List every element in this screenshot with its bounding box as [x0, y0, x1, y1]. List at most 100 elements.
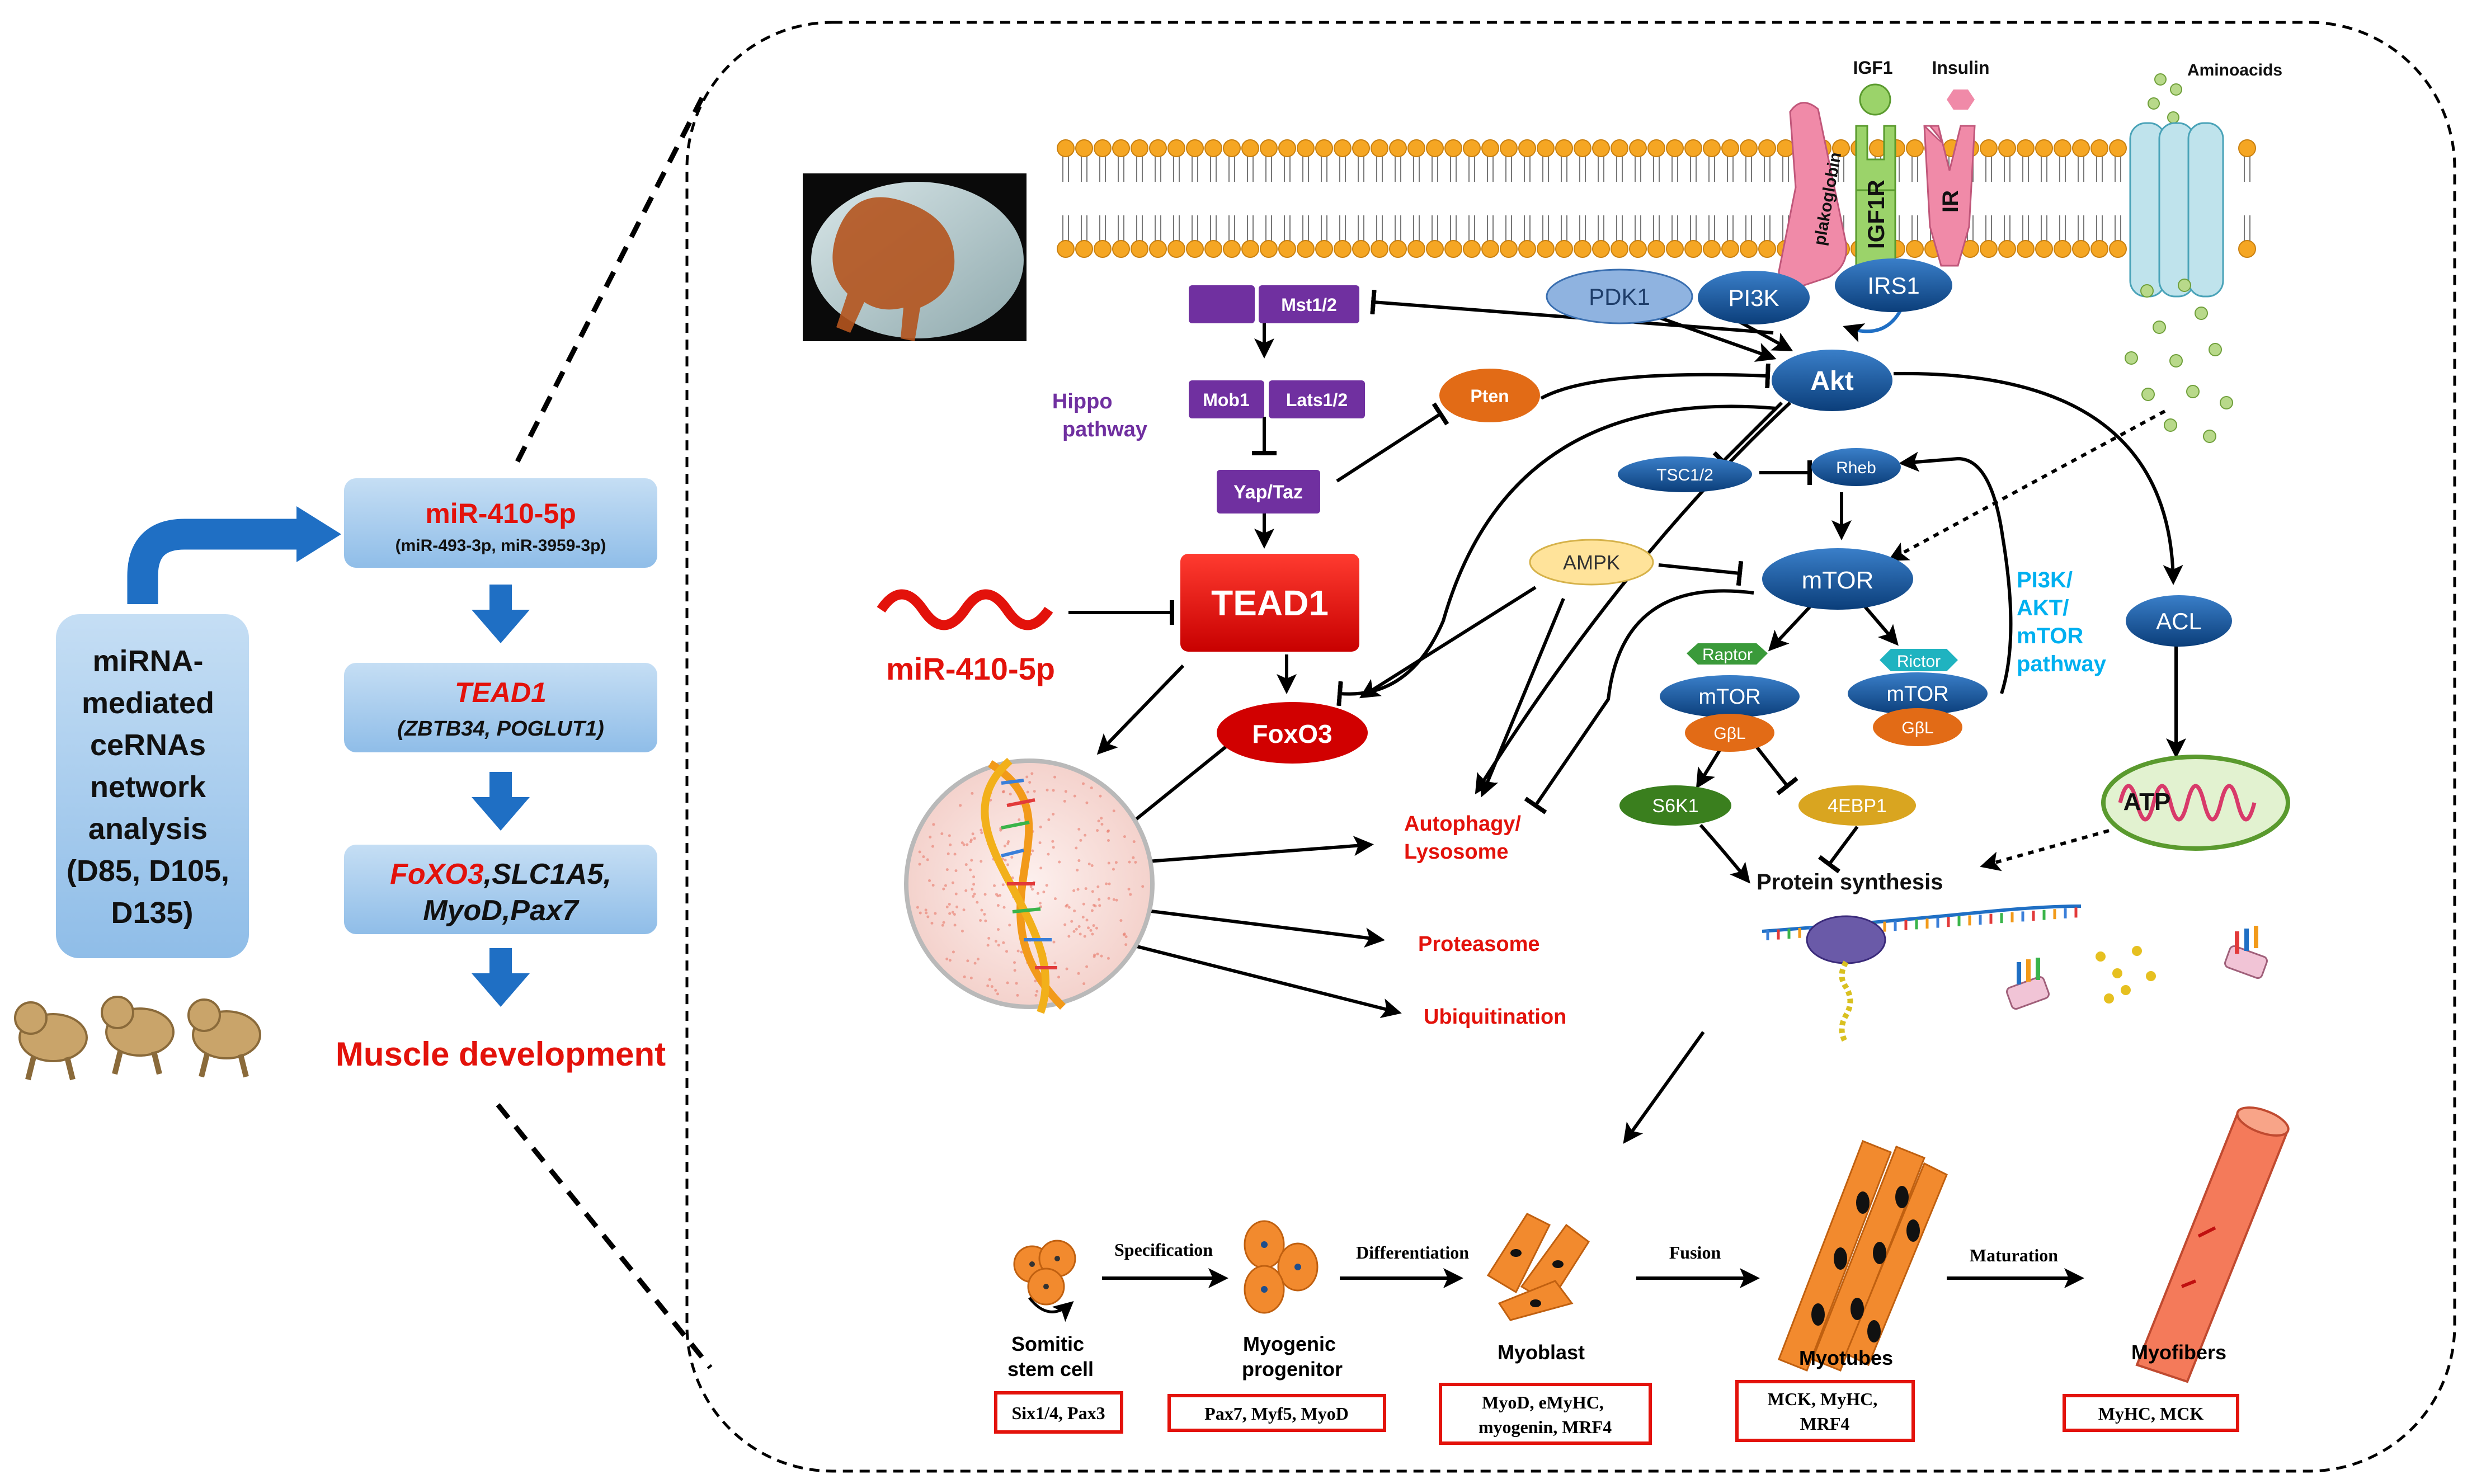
svg-text:MyoD, eMyHC, myogenin, MRF: MyoD, eMyHC, myogenin, MRF4	[1479, 1392, 1612, 1437]
pdk1-node	[1546, 268, 1693, 324]
svg-text:IRS1: IRS1	[1867, 272, 1919, 299]
yap-taz-node	[1217, 470, 1320, 513]
proteasome-label: Proteasome	[1418, 932, 1540, 956]
stage-myofibers: Myofibers	[2131, 1341, 2226, 1364]
svg-text:TSC1/2: TSC1/2	[1656, 466, 1713, 484]
svg-text:S6K1: S6K1	[1652, 795, 1698, 817]
svg-text:ACL: ACL	[2156, 608, 2202, 634]
piglet-fetus-icon	[14, 996, 261, 1081]
mirna-label: miR-410-5p	[886, 651, 1055, 686]
pi3k-akt-mtor-label: PI3K/ AKT/ mTOR pathway	[2017, 568, 2107, 676]
aminoacids-label: Aminoacids	[2187, 61, 2282, 79]
pi3k-node	[1698, 271, 1810, 324]
trna-icons	[2006, 926, 2268, 1010]
step-mir-box	[344, 478, 657, 568]
outcome-text: Muscle development	[336, 1035, 666, 1073]
mirna-wave	[877, 589, 1053, 630]
markers-somitic-box	[994, 1391, 1123, 1434]
svg-text:MyHC, MCK: MyHC, MCK	[2098, 1403, 2204, 1424]
zoom-line-top	[515, 96, 705, 463]
svg-text:4EBP1: 4EBP1	[1828, 795, 1887, 817]
down-arrow-1	[472, 585, 530, 643]
nucleus-dna	[904, 757, 1155, 1014]
svg-text:GβL: GβL	[1901, 719, 1933, 737]
mtor-node	[1762, 548, 1913, 610]
stage-somitic: Somitic stem cell	[1007, 1332, 1094, 1381]
transition-differentiation: Differentiation	[1356, 1242, 1469, 1262]
zoom-line-bottom	[496, 1103, 713, 1369]
rictor-node	[1880, 649, 1958, 671]
detail-panel-frame	[685, 21, 2456, 1473]
svg-text:IGF1R: IGF1R	[1863, 180, 1889, 249]
4ebp1-node	[1798, 785, 1916, 826]
svg-text:Pten: Pten	[1470, 386, 1509, 406]
svg-text:Rheb: Rheb	[1836, 459, 1876, 477]
step-genes-box	[344, 845, 657, 934]
svg-text:Six1/4, Pax3: Six1/4, Pax3	[1011, 1403, 1105, 1423]
svg-text:Mob1: Mob1	[1203, 390, 1250, 410]
ubiquitination-label: Ubiquitination	[1424, 1005, 1566, 1029]
svg-text:Yap/Taz: Yap/Taz	[1233, 482, 1303, 503]
acl-node	[2126, 595, 2232, 647]
left-panel: miRNA- mediated ceRNAs network analysis …	[14, 96, 713, 1369]
irs1-node	[1835, 258, 1952, 312]
step-mir-main: miR-410-5p	[425, 498, 576, 529]
foxo3-node	[1217, 702, 1368, 764]
insulin-label: Insulin	[1932, 58, 1989, 78]
aminoacid-dots	[2125, 279, 2233, 443]
ir-receptor: IR	[1923, 125, 1976, 267]
mitochondrion-atp: ATP	[2101, 755, 2290, 851]
rheb-node	[1811, 448, 1901, 486]
svg-text:TEAD1: TEAD1	[1211, 583, 1329, 623]
embryo-photo	[803, 173, 1027, 341]
svg-text:ATP: ATP	[2123, 788, 2171, 816]
analysis-box	[56, 614, 249, 958]
igf1r-receptor: IGF1R	[1855, 125, 1896, 270]
gbl2-node	[1873, 708, 1962, 746]
raptor-node	[1687, 643, 1768, 665]
step-genes-line1: FoXO3,SLC1A5,	[390, 858, 611, 891]
akt-node	[1772, 350, 1892, 411]
svg-text:mTOR: mTOR	[1802, 567, 1874, 594]
tead1-node	[1180, 554, 1359, 652]
autophagy-label: Autophagy/ Lysosome	[1404, 812, 1527, 864]
markers-progenitor-box	[1167, 1394, 1386, 1432]
step-tead1-box	[344, 663, 657, 752]
svg-text:Raptor: Raptor	[1702, 646, 1753, 664]
mtorc2-node	[1848, 672, 1988, 715]
s6k1-node	[1619, 785, 1731, 826]
mtorc1-node	[1660, 675, 1800, 718]
igf1-ligand	[1859, 83, 1891, 116]
pten-node	[1439, 369, 1540, 422]
svg-text:mTOR: mTOR	[1886, 682, 1948, 706]
lats-node	[1269, 380, 1365, 418]
mst-node	[1259, 285, 1359, 323]
stage-myotubes: Myotubes	[1799, 1346, 1893, 1369]
markers-myotubes-box	[1735, 1380, 1915, 1442]
ribosome-mrna	[1762, 904, 2082, 1045]
transition-maturation: Maturation	[1970, 1245, 2058, 1265]
step-tead1-main: TEAD1	[455, 677, 547, 708]
flow-elbow-arrowhead	[296, 506, 341, 562]
insulin-ligand	[1947, 89, 1975, 110]
svg-text:Pax7, Myf5, MyoD: Pax7, Myf5, MyoD	[1204, 1403, 1349, 1424]
svg-text:PDK1: PDK1	[1589, 284, 1650, 310]
myogenesis-cells	[1013, 1106, 2290, 1383]
svg-text:Rictor: Rictor	[1897, 652, 1941, 671]
svg-text:PI3K: PI3K	[1728, 285, 1779, 311]
svg-text:Akt: Akt	[1810, 366, 1853, 396]
sav1-node	[1189, 285, 1255, 323]
svg-text:mTOR: mTOR	[1698, 685, 1760, 709]
svg-text:Mst1/2: Mst1/2	[1281, 295, 1337, 315]
stage-myoblast: Myoblast	[1498, 1341, 1585, 1364]
tsc-node	[1618, 456, 1752, 492]
markers-myofibers-box	[2063, 1394, 2239, 1432]
transition-fusion: Fusion	[1669, 1242, 1721, 1262]
svg-text:IR: IR	[1938, 190, 1963, 213]
plakoglobin-receptor: plakoglobin	[1778, 102, 1848, 290]
cell-membrane	[1057, 139, 2256, 258]
svg-text:GβL: GβL	[1713, 724, 1745, 743]
aminoacid-channel	[2129, 122, 2224, 298]
flow-elbow-arrow	[127, 519, 299, 604]
stage-progenitor: Myogenic progenitor	[1242, 1332, 1343, 1381]
